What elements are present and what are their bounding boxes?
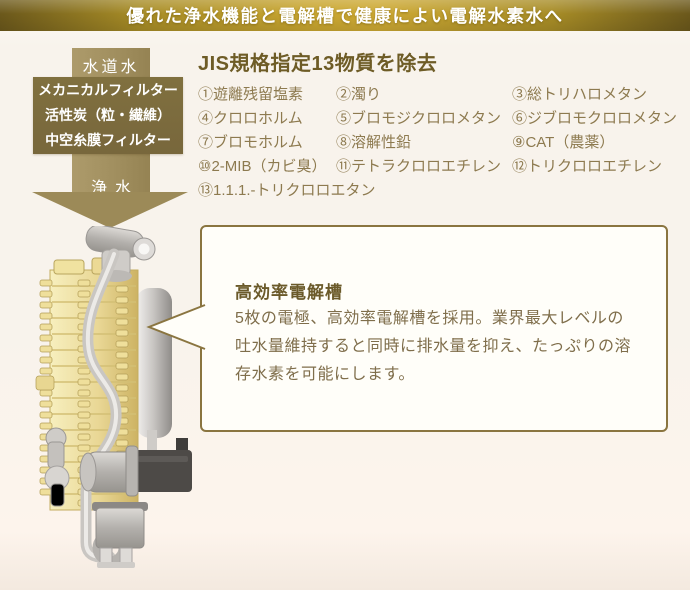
jis-item-5: ⑤ブロモジクロロメタン	[336, 109, 502, 127]
callout-pointer	[146, 304, 206, 350]
jis-item-4: ④クロロホルム	[198, 109, 303, 127]
filter-line-2: 活性炭（粒・繊維）	[45, 107, 171, 123]
callout-body: 5枚の電極、高効率電解槽を採用。業界最大レベルの吐水量維持すると同時に排水量を抑…	[235, 310, 632, 383]
jis-item-2: ②濁り	[336, 85, 382, 103]
callout-box: 高効率電解槽 5枚の電極、高効率電解槽を採用。業界最大レベルの吐水量維持すると同…	[146, 225, 668, 432]
jis-row: ⑦ブロモホルム ⑧溶解性鉛 ⑨CAT（農薬）	[198, 129, 684, 153]
filter-box: メカニカルフィルター 活性炭（粒・繊維） 中空糸膜フィルター	[33, 77, 183, 154]
jis-heading: JIS規格指定13物質を除去	[198, 53, 438, 75]
jis-item-12: ⑫トリクロロエチレン	[512, 157, 663, 175]
jis-item-8: ⑧溶解性鉛	[336, 133, 412, 151]
jis-item-13: ⑬1.1.1.-トリクロロエタン	[198, 181, 376, 199]
callout-title: 高効率電解槽	[235, 283, 343, 302]
filter-line-1: メカニカルフィルター	[38, 82, 178, 98]
jis-list: ①遊離残留塩素 ②濁り ③総トリハロメタン ④クロロホルム ⑤ブロモジクロロメタ…	[198, 81, 684, 201]
jis-item-1: ①遊離残留塩素	[198, 85, 304, 103]
jis-item-9: ⑨CAT（農薬）	[512, 133, 615, 151]
tap-water-label: 水道水	[82, 59, 140, 76]
jis-row: ④クロロホルム ⑤ブロモジクロロメタン ⑥ジブロモクロロメタン	[198, 105, 684, 129]
down-arrow-icon	[32, 192, 188, 228]
jis-row: ①遊離残留塩素 ②濁り ③総トリハロメタン	[198, 81, 684, 105]
jis-item-10: ⑩2-MIB（カビ臭）	[198, 157, 327, 175]
top-banner: 優れた浄水機能と電解槽で健康によい電解水素水へ	[0, 0, 690, 31]
banner-title: 優れた浄水機能と電解槽で健康によい電解水素水へ	[126, 6, 564, 26]
electrolysis-unit-image	[35, 226, 192, 568]
jis-item-11: ⑪テトラクロロエチレン	[336, 157, 502, 175]
jis-item-3: ③総トリハロメタン	[512, 85, 648, 103]
jis-item-7: ⑦ブロモホルム	[198, 133, 303, 151]
jis-row: ⑩2-MIB（カビ臭） ⑪テトラクロロエチレン ⑫トリクロロエチレン	[198, 153, 684, 177]
jis-row: ⑬1.1.1.-トリクロロエタン	[198, 177, 684, 201]
jis-item-6: ⑥ジブロモクロロメタン	[512, 109, 678, 127]
filter-line-3: 中空糸膜フィルター	[45, 132, 171, 148]
